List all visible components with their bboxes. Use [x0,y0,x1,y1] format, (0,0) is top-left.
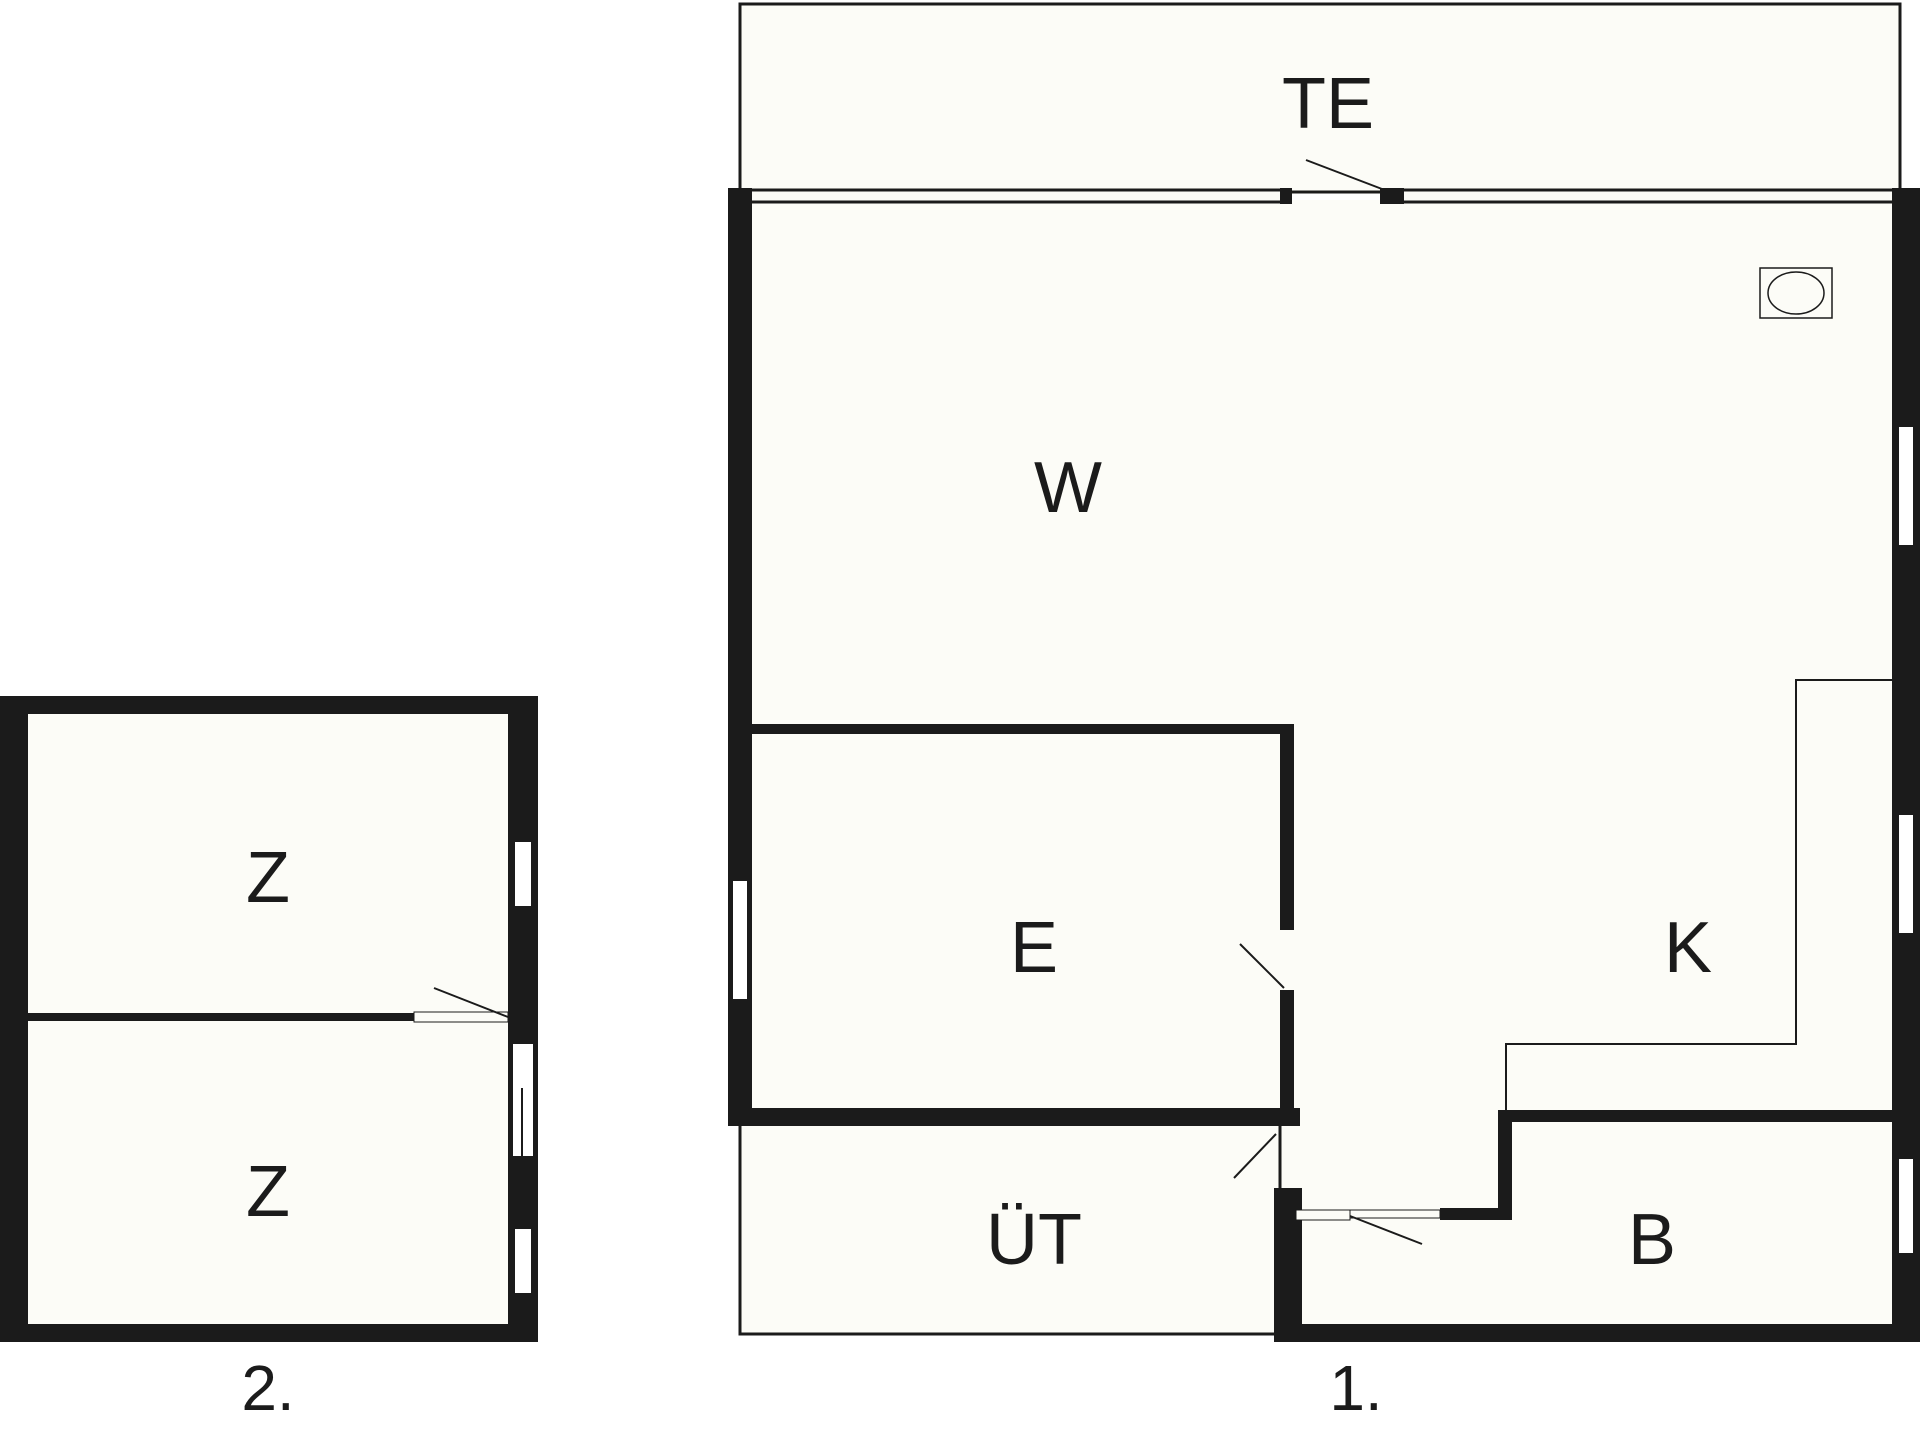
window-icon [1897,425,1915,547]
wall [0,696,28,1342]
floor-label-upper: 2. [241,1352,294,1424]
room-label-dining: E [1010,908,1058,988]
inner-wall [1440,1208,1510,1220]
wall [0,696,538,714]
room-label-bedroom-upper: Z [246,838,290,918]
stove-icon [1759,267,1833,319]
door-swing-icon [1233,1133,1277,1179]
inner-wall [1498,1110,1898,1122]
door-swing-icon [433,987,509,1018]
wall [1398,188,1900,204]
door-swing-icon [1305,159,1383,190]
door-swing-icon [1349,1215,1423,1245]
inner-wall [28,1013,414,1021]
room-label-bath: B [1628,1200,1676,1280]
window-icon [1897,813,1915,935]
inner-wall [1280,990,1294,1114]
wall [748,188,1286,204]
wall [1892,188,1920,1342]
floor-label-ground: 1. [1329,1352,1382,1424]
wall [728,1108,1300,1126]
door-swing-icon [1239,943,1285,989]
room-label-living: W [1034,448,1102,528]
inner-wall [1280,724,1294,930]
room-label-terrace: TE [1282,64,1374,144]
floor-1-plan: TE W E K ÜT B 1. [728,2,1920,1424]
room-label-bedroom-lower: Z [246,1152,290,1232]
window-icon [513,1227,533,1295]
kitchen-counter [1505,679,1894,1112]
inner-wall [1498,1110,1512,1220]
wall [0,1324,538,1342]
terrace-area [738,2,1902,194]
inner-wall [750,724,1294,734]
room-label-utility: ÜT [986,1200,1082,1280]
door-opening [1349,1209,1441,1219]
wall [1380,188,1404,204]
wall [1274,1324,1920,1342]
window-icon [513,840,533,908]
door-opening [413,1011,509,1023]
window-icon [1897,1157,1915,1255]
room-label-kitchen: K [1664,908,1712,988]
door-opening [1295,1209,1351,1221]
window-icon [731,879,749,1001]
floor-2-plan: Z Z 2. [0,696,538,1424]
wall [1280,188,1292,204]
